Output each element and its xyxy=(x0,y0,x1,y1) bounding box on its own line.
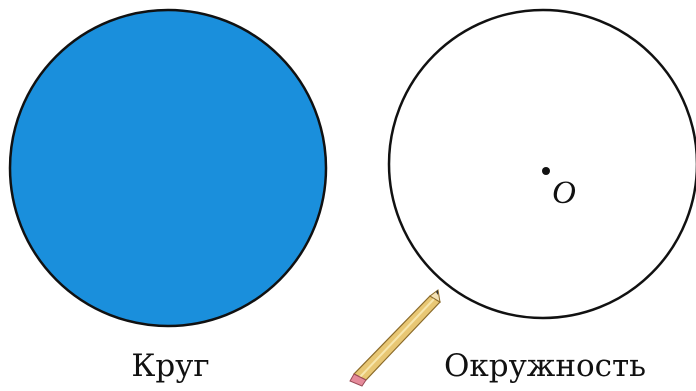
filled-circle-disc xyxy=(10,10,326,326)
caption-circle: Окружность xyxy=(425,347,665,385)
circle-outline xyxy=(389,10,696,318)
center-point xyxy=(542,167,550,175)
center-point-label: O xyxy=(552,175,576,211)
caption-disc: Круг xyxy=(108,347,233,385)
